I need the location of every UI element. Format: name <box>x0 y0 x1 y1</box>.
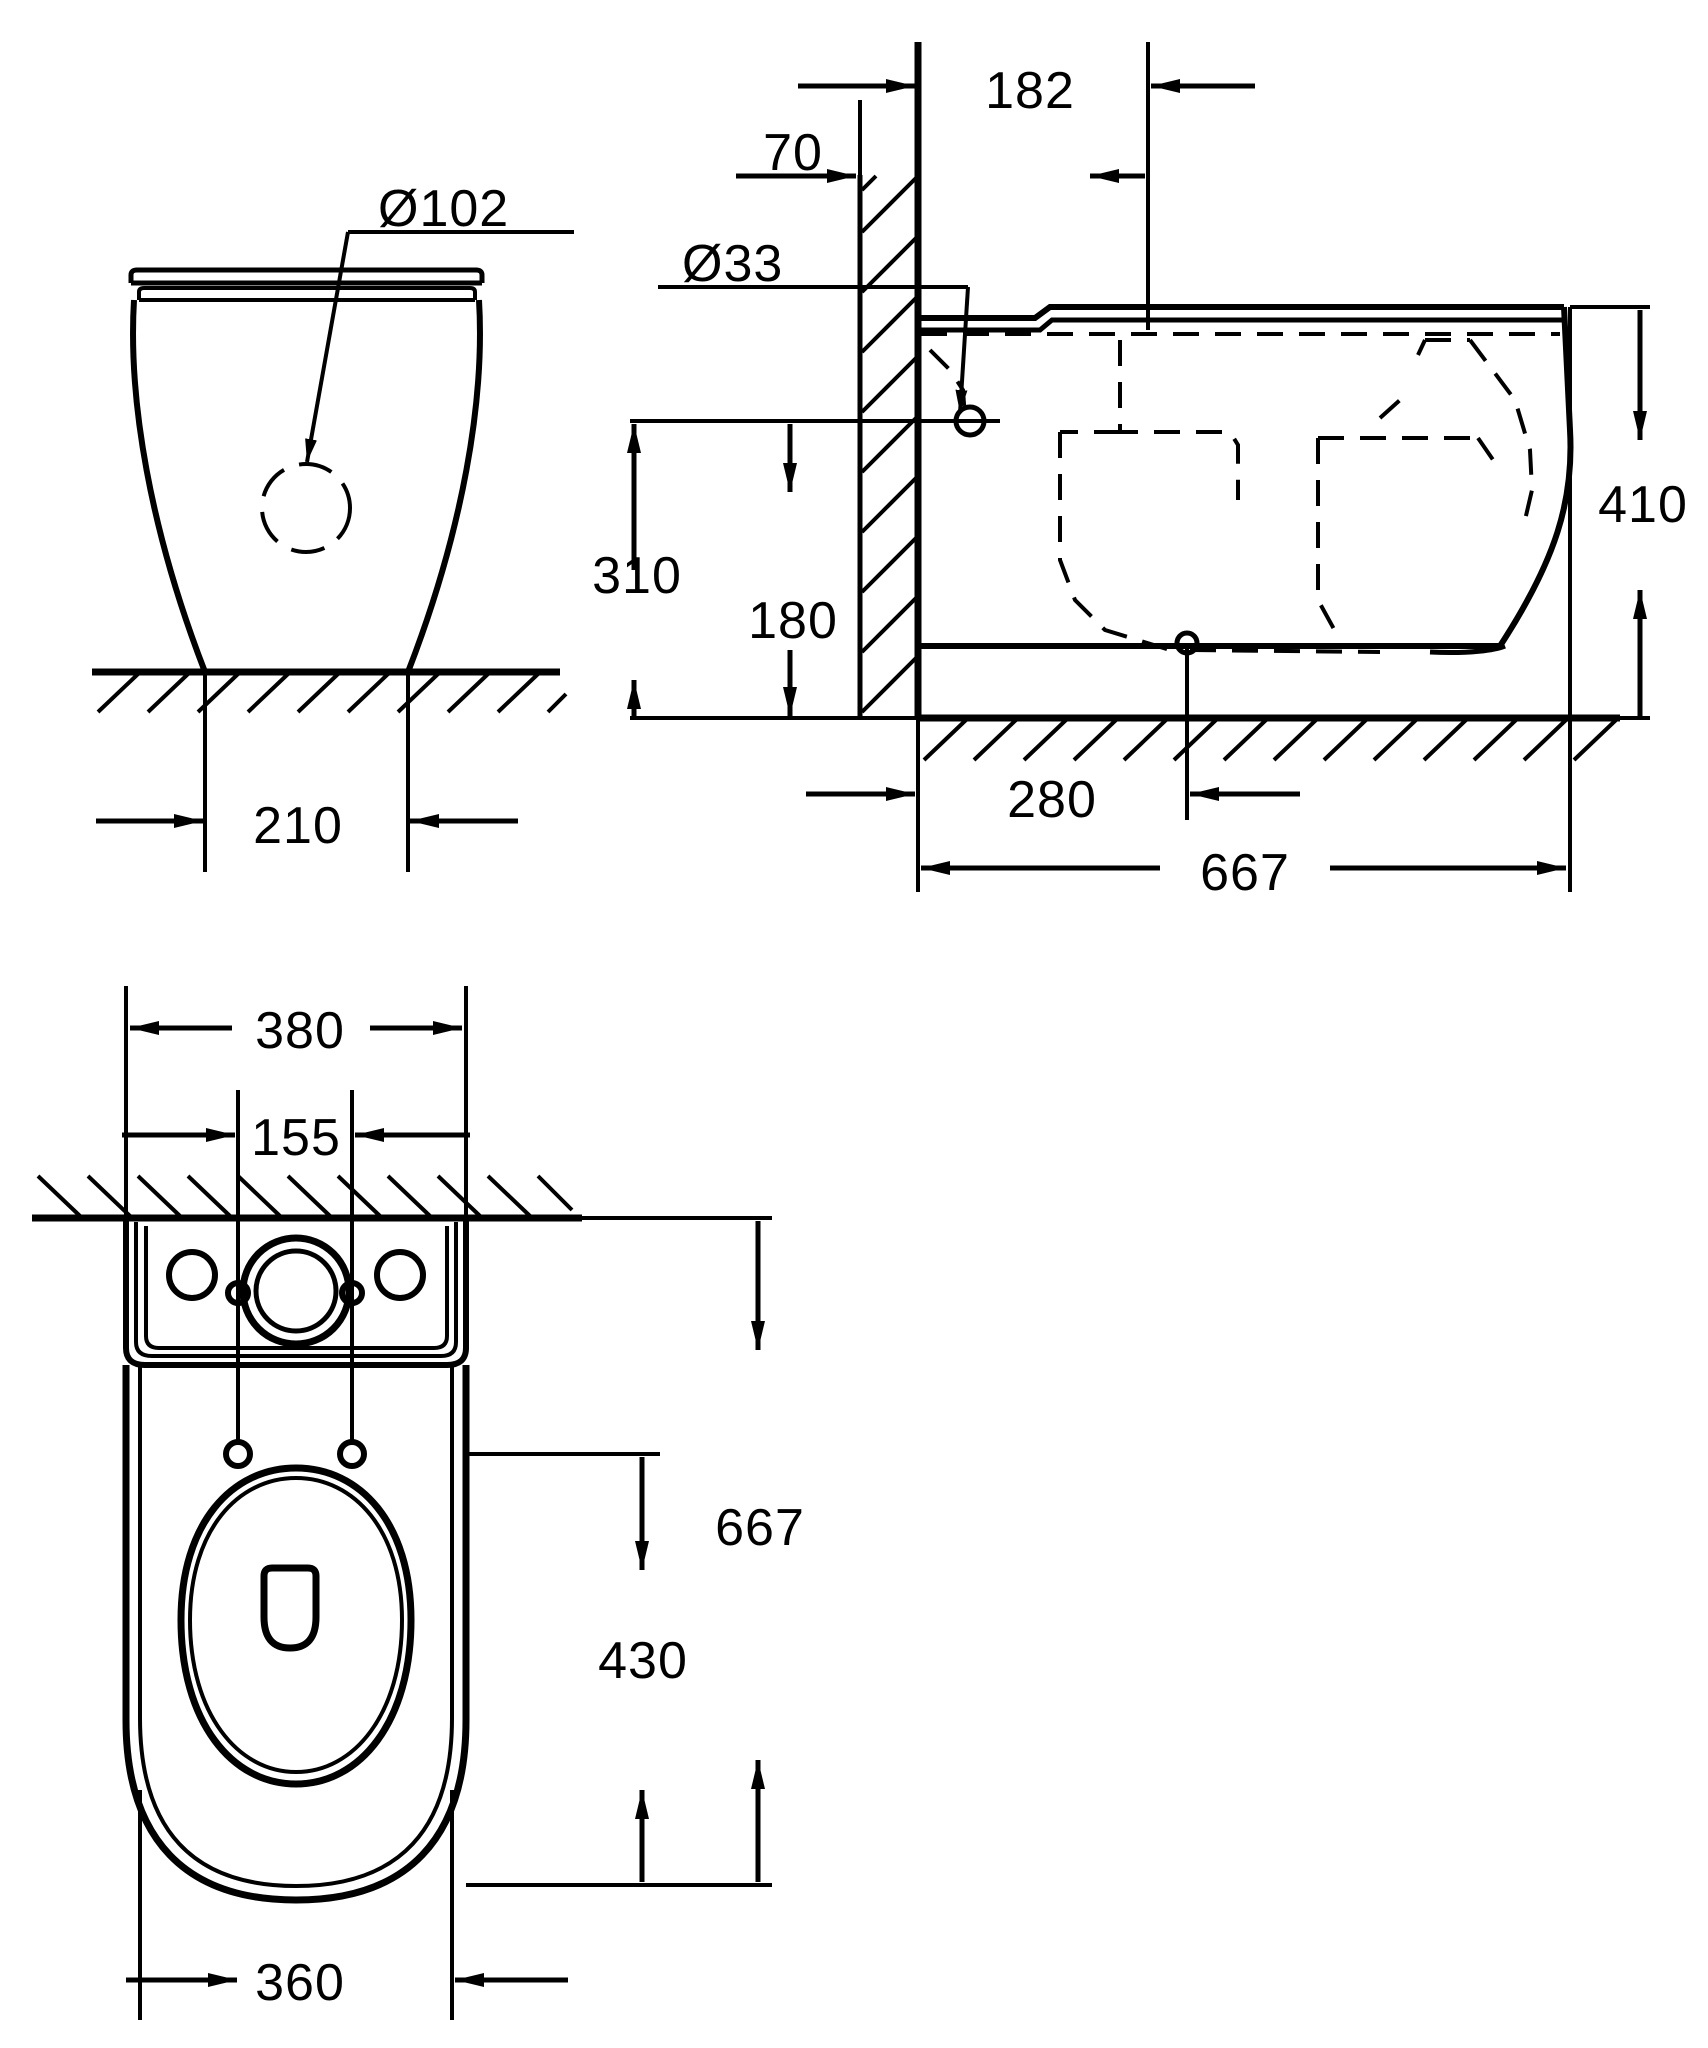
rear-floor-hatch <box>96 672 568 714</box>
dim-label-180: 180 <box>748 592 838 650</box>
side-section-view <box>627 42 1650 892</box>
side-pan-outline <box>921 306 1574 656</box>
plan-view <box>32 986 772 2020</box>
dim-label-dia102: Ø102 <box>378 180 509 238</box>
dim-182 <box>1090 42 1255 330</box>
dim-label-667-plan: 667 <box>715 1499 805 1557</box>
dim-label-410: 410 <box>1598 476 1688 534</box>
rear-elevation-view <box>92 230 574 872</box>
dim-210 <box>96 672 518 872</box>
side-internal-hidden-lines <box>921 332 1560 654</box>
dim-label-380: 380 <box>255 1002 345 1060</box>
dim-410 <box>1500 305 1650 720</box>
dim-label-280: 280 <box>1007 771 1097 829</box>
plan-wall-line <box>32 1174 582 1222</box>
plan-upper-bolt-holes <box>225 1280 365 1306</box>
side-floor-hatch <box>922 718 1618 762</box>
wall-hatch <box>860 174 918 714</box>
dim-label-182: 182 <box>985 62 1075 120</box>
dia33-leader <box>658 285 970 414</box>
dimension-text-layer: Ø102 210 70 182 Ø33 310 180 410 280 667 … <box>251 62 1688 2012</box>
dim-280 <box>806 643 1300 820</box>
plan-flush-aperture <box>260 1564 320 1652</box>
rear-body-outline <box>130 299 483 674</box>
dim-180 <box>783 419 960 716</box>
dim-label-310: 310 <box>592 547 682 605</box>
plan-bowl-inner <box>177 1464 415 1788</box>
dim-label-360: 360 <box>255 1954 345 2012</box>
side-pan-top-edge <box>921 304 1564 333</box>
dim-label-70: 70 <box>763 124 823 182</box>
rear-cistern-top <box>128 267 485 302</box>
dim-label-dia33: Ø33 <box>682 235 783 293</box>
plan-pan-outline <box>122 1365 470 1904</box>
dim-667-side <box>916 307 1572 892</box>
dim-70 <box>736 42 920 183</box>
dim-380 <box>124 986 468 1218</box>
plan-cistern-plate <box>123 1218 469 1368</box>
dim-360 <box>126 1790 568 2020</box>
dim-label-667-side: 667 <box>1200 844 1290 902</box>
plan-outlet-ring <box>239 1234 353 1348</box>
plan-side-holes <box>166 1249 426 1301</box>
rear-outlet-hidden-circle <box>260 462 352 554</box>
side-floor-line <box>918 714 1620 762</box>
dia102-leader <box>305 230 574 463</box>
plan-lower-bolt-holes <box>223 1218 367 1469</box>
dim-155 <box>122 1090 470 1218</box>
wall-section <box>857 42 922 718</box>
rear-floor-line <box>92 668 568 714</box>
dim-label-210: 210 <box>253 797 343 855</box>
dim-label-430: 430 <box>598 1632 688 1690</box>
plan-wall-hatch <box>36 1174 574 1218</box>
dim-label-155: 155 <box>251 1109 341 1167</box>
dim-430 <box>466 1452 660 1887</box>
